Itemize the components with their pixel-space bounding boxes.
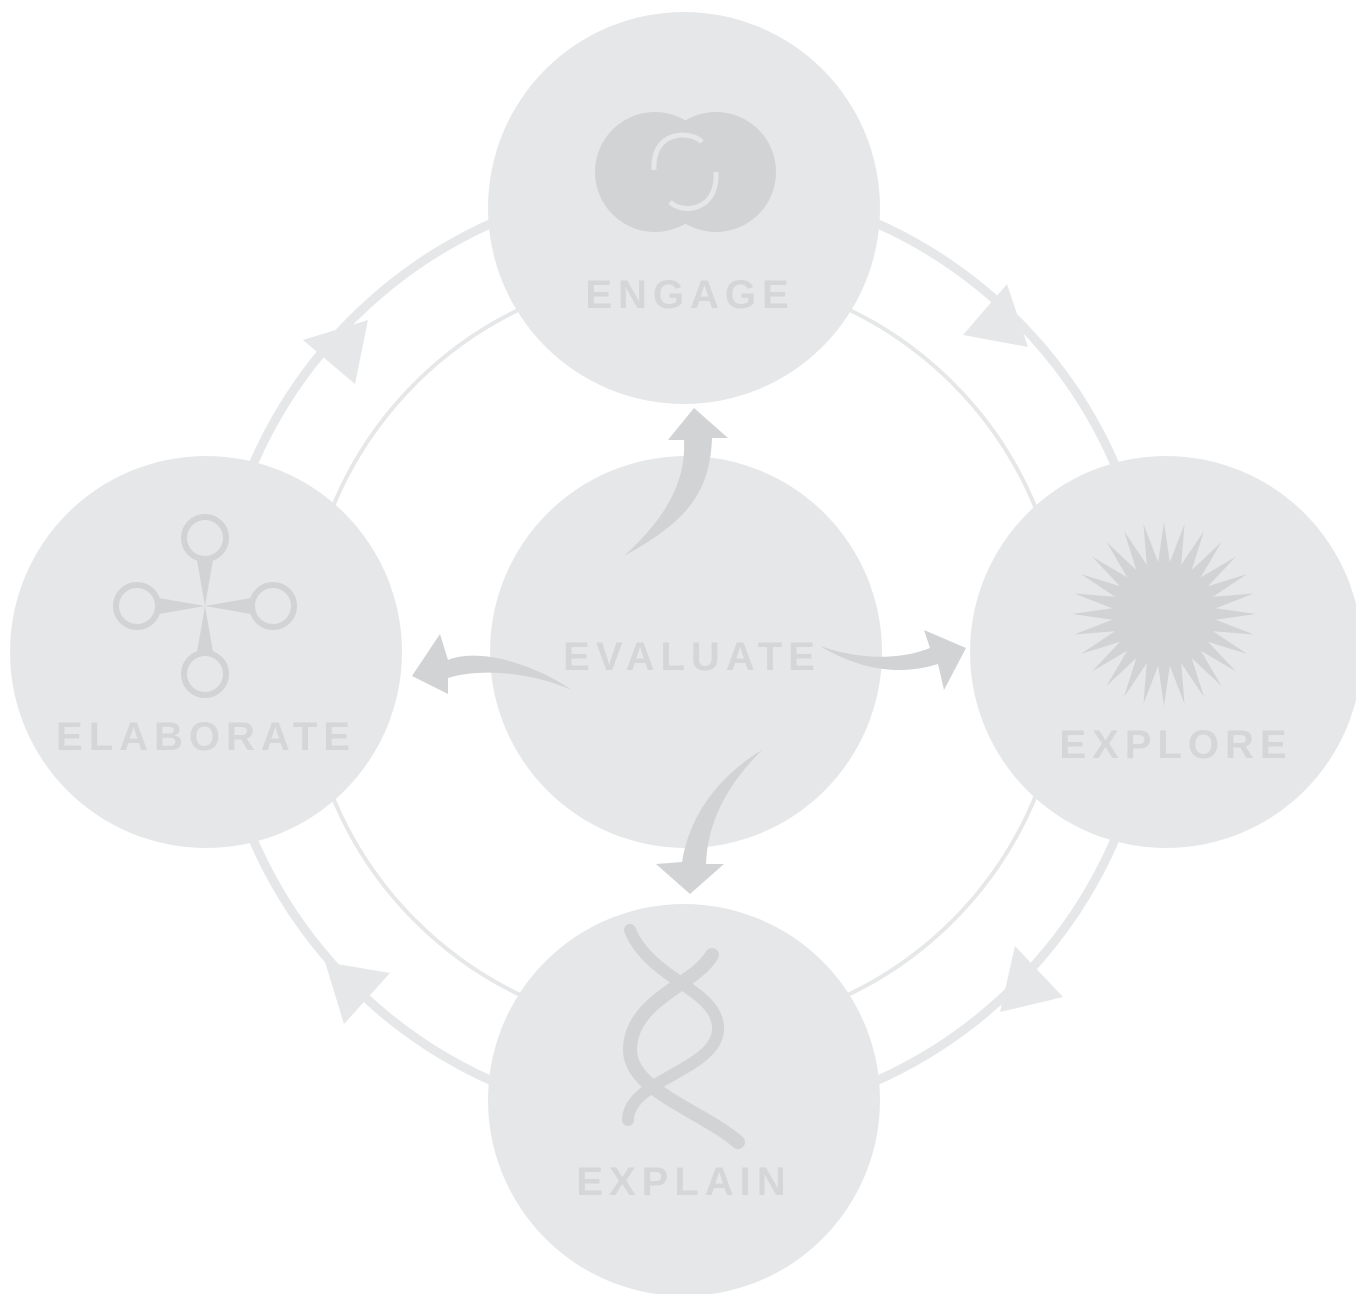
explain-stage: EXPLAIN xyxy=(488,904,880,1294)
molecule-cross-icon xyxy=(113,514,297,698)
elaborate-label: ELABORATE xyxy=(56,715,356,759)
dna-helix-icon xyxy=(622,924,745,1149)
evaluate-arrow-to-explain xyxy=(656,750,762,894)
evaluate-label: EVALUATE xyxy=(563,635,821,679)
explore-stage: EXPLORE xyxy=(970,456,1356,848)
explain-label: EXPLAIN xyxy=(576,1160,791,1204)
evaluate-circle xyxy=(490,456,882,848)
explore-label: EXPLORE xyxy=(1059,723,1292,767)
cycle-arrowhead-explain-to-elaborate xyxy=(325,962,390,1024)
engage-label: ENGAGE xyxy=(585,273,794,317)
explain-circle xyxy=(488,904,880,1294)
engage-stage: ENGAGE xyxy=(488,12,880,404)
interlocking-circles-icon xyxy=(595,112,776,232)
evaluate-arrow-to-engage xyxy=(624,408,728,556)
cycle-arrowhead-elaborate-to-engage xyxy=(303,320,368,384)
evaluate-stage: EVALUATE xyxy=(412,408,966,894)
evaluate-arrow-to-elaborate xyxy=(412,634,572,694)
starburst-icon xyxy=(1072,522,1256,706)
cycle-arrowhead-engage-to-explore xyxy=(963,284,1028,347)
evaluate-arrow-to-explore xyxy=(820,630,966,690)
elaborate-stage: ELABORATE xyxy=(10,456,402,848)
cycle-arrowhead-explore-to-explain xyxy=(1000,946,1063,1012)
